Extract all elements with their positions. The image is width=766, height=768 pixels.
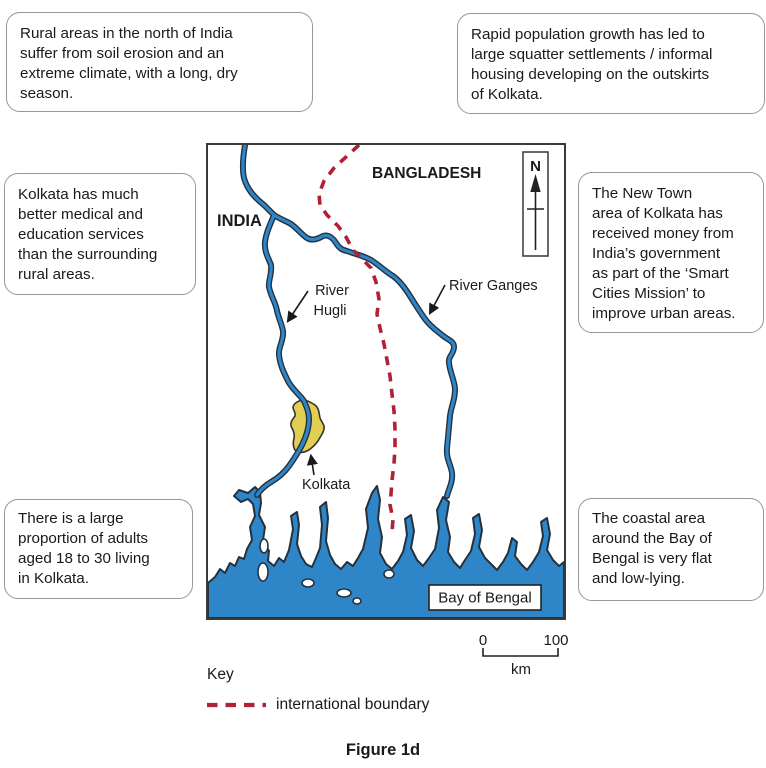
scale-unit-label: km (511, 661, 531, 678)
scale-start-label: 0 (479, 632, 487, 649)
river-ganges-arrow (428, 284, 446, 315)
river-hugli-arrow (286, 290, 309, 323)
bangladesh-label: BANGLADESH (372, 165, 481, 182)
compass-north-label: N (530, 158, 541, 175)
key-item-international-boundary: international boundary (276, 696, 430, 713)
compass-arrowhead-icon (530, 174, 541, 192)
callout-rural-north: Rural areas in the north of India suffer… (6, 12, 313, 112)
bay-of-bengal-label-box: Bay of Bengal (428, 584, 542, 611)
kolkata-label: Kolkata (302, 477, 351, 493)
river-ganges-label: River Ganges (449, 278, 538, 294)
kolkata-map: INDIA BANGLADESH River Hugli River Gange… (208, 145, 564, 618)
callout-adults-18-30: There is a large proportion of adults ag… (4, 499, 193, 599)
india-label: INDIA (217, 212, 262, 230)
river-ganges (272, 213, 457, 498)
label-arrows (286, 284, 446, 476)
callout-squatter-settlements: Rapid population growth has led to large… (457, 13, 765, 114)
scale-bar: 0 100 km (479, 632, 569, 678)
scale-bracket (482, 648, 559, 657)
key-title: Key (207, 666, 234, 683)
river-hugli-label-line2: Hugli (313, 303, 346, 319)
river-hugli-label-line1: River (315, 283, 349, 299)
rivers (241, 145, 457, 498)
callout-coastal-flat: The coastal area around the Bay of Benga… (578, 498, 764, 601)
river-hugli (241, 145, 311, 497)
map-frame: INDIA BANGLADESH River Hugli River Gange… (206, 143, 566, 620)
international-boundary-line (317, 145, 397, 534)
scale-end-label: 100 (543, 632, 568, 649)
river-casings (239, 145, 458, 499)
callout-new-town: The New Town area of Kolkata has receive… (578, 172, 764, 333)
figure-caption: Figure 1d (345, 741, 421, 759)
callout-medical-education: Kolkata has much better medical and educ… (4, 173, 196, 295)
kolkata-arrow (306, 453, 318, 476)
international-boundary-swatch-icon (207, 702, 266, 708)
bay-of-bengal-label: Bay of Bengal (438, 590, 531, 607)
compass: N (522, 151, 549, 257)
